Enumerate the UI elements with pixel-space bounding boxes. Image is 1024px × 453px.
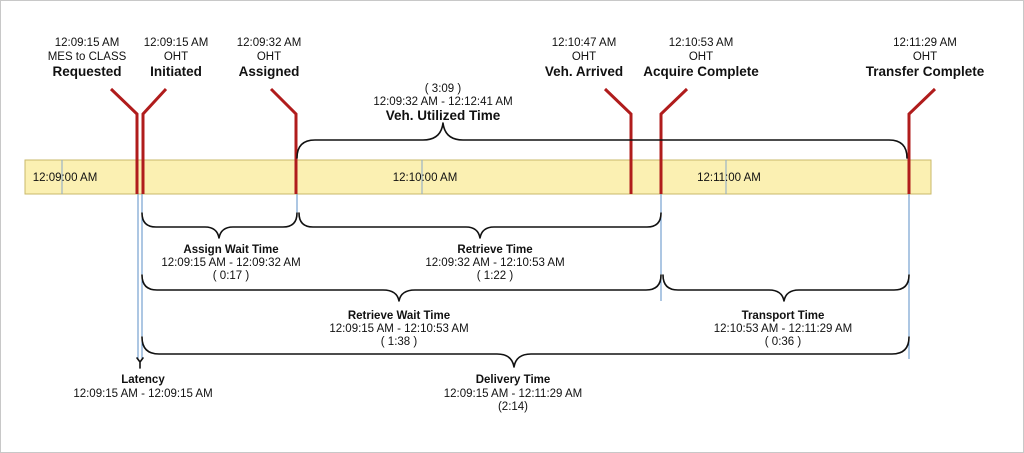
brace-veh-utilized (296, 122, 908, 159)
brace-retrieve (298, 212, 662, 239)
marker-veh-arrived (603, 87, 633, 194)
span-range: 12:10:53 AM - 12:11:29 AM (714, 323, 853, 335)
span-name: Retrieve Wait Time (348, 310, 450, 322)
timeline-band (24, 159, 932, 195)
tick-label: 12:09:00 AM (33, 172, 98, 184)
span-range: 12:09:15 AM - 12:09:15 AM (73, 388, 212, 400)
marker-transfer-complete (907, 87, 937, 194)
event-source: OHT (689, 51, 713, 63)
span-name: Transport Time (742, 310, 825, 322)
span-duration: (2:14) (498, 401, 528, 413)
span-duration: ( 3:09 ) (425, 83, 462, 95)
span-braces (136, 122, 910, 369)
span-labels: ( 3:09 ) 12:09:32 AM - 12:12:41 AM Veh. … (73, 83, 852, 413)
span-name: Veh. Utilized Time (386, 108, 501, 123)
marker-requested (109, 87, 139, 194)
event-source: OHT (164, 51, 188, 63)
marker-initiated (141, 87, 168, 194)
event-name: Requested (52, 64, 121, 79)
brace-delivery (141, 336, 910, 368)
event-source: OHT (257, 51, 281, 63)
span-name: Assign Wait Time (183, 244, 278, 256)
event-source: OHT (572, 51, 596, 63)
span-range: 12:09:15 AM - 12:10:53 AM (329, 323, 468, 335)
span-name: Retrieve Time (457, 244, 532, 256)
event-name: Transfer Complete (866, 64, 985, 79)
event-time: 12:09:15 AM (144, 37, 209, 49)
event-name: Assigned (239, 64, 300, 79)
event-source: MES to CLASS (48, 51, 127, 63)
span-range: 12:09:15 AM - 12:09:32 AM (161, 257, 300, 269)
span-range: 12:09:32 AM - 12:10:53 AM (425, 257, 564, 269)
event-markers (109, 87, 937, 194)
event-time: 12:09:15 AM (55, 37, 120, 49)
event-name: Acquire Complete (643, 64, 759, 79)
event-source: OHT (913, 51, 937, 63)
brace-retrieve-wait (141, 274, 662, 302)
marker-acquire-complete (659, 87, 689, 194)
event-name: Initiated (150, 64, 202, 79)
tick-label: 12:10:00 AM (393, 172, 458, 184)
span-range: 12:09:32 AM - 12:12:41 AM (373, 96, 512, 108)
event-time: 12:10:53 AM (669, 37, 734, 49)
event-name: Veh. Arrived (545, 64, 623, 79)
event-labels: 12:09:15 AM MES to CLASS Requested 12:09… (48, 37, 985, 79)
tick-label: 12:11:00 AM (697, 172, 761, 184)
span-duration: ( 1:22 ) (477, 270, 514, 282)
span-range: 12:09:15 AM - 12:11:29 AM (444, 388, 583, 400)
brace-latency (136, 357, 144, 369)
event-time: 12:09:32 AM (237, 37, 302, 49)
span-name: Latency (121, 374, 165, 386)
span-duration: ( 0:17 ) (213, 270, 250, 282)
span-name: Delivery Time (476, 374, 551, 386)
brace-assign-wait (141, 212, 298, 239)
event-time: 12:11:29 AM (893, 37, 957, 49)
marker-assigned (269, 87, 298, 194)
span-duration: ( 1:38 ) (381, 336, 418, 348)
brace-transport (662, 274, 910, 302)
event-time: 12:10:47 AM (552, 37, 617, 49)
span-duration: ( 0:36 ) (765, 336, 802, 348)
